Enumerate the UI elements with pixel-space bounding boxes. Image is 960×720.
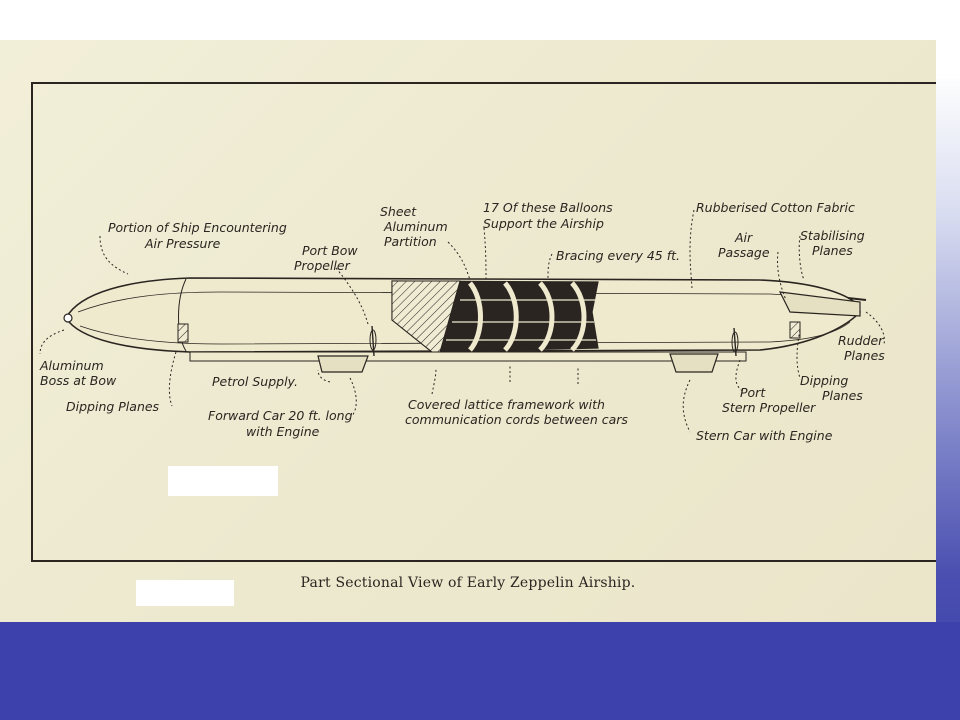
label-propeller: Propeller [294,258,351,273]
label-aluminum: Aluminum [383,219,448,234]
label-balloons: 17 Of these Balloons [483,200,613,215]
port-stern-propeller [731,327,739,357]
label-aluminum-boss: Aluminum [39,358,104,373]
label-portion-of-ship: Portion of Ship Encountering [108,220,287,235]
forward-car [317,355,369,373]
label-stabilising: Stabilising [800,228,865,243]
label-dipping: Dipping [800,373,848,388]
port-bow-propeller [369,325,377,357]
diagram-frame [31,82,936,562]
label-port-bow: Port Bow [302,243,358,258]
label-dipping-planes-left: Dipping Planes [66,399,160,414]
forward-dipping-planes [177,323,189,343]
bow-boss [63,313,73,323]
sectional-cutaway [391,280,599,353]
label-sheet: Sheet [380,204,417,219]
label-bracing: Bracing every 45 ft. [556,248,680,263]
label-air: Air [734,230,753,245]
keel-framework [189,351,747,362]
label-partition: Partition [384,234,437,249]
label-stern-car: Stern Car with Engine [696,428,833,443]
label-communication: communication cords between cars [405,412,628,427]
redaction-box [168,466,278,496]
label-rudder-planes: Planes [844,348,885,363]
slide-background-band [0,622,960,720]
label-with-engine: with Engine [246,424,320,439]
label-port: Port [740,385,766,400]
label-stabilising-planes: Planes [812,243,853,258]
stern-car [669,353,719,373]
label-stern-propeller: Stern Propeller [722,400,816,415]
stabilising-planes [778,291,861,317]
redaction-box [136,580,234,606]
label-petrol-supply: Petrol Supply. [212,374,298,389]
label-passage: Passage [718,245,770,260]
label-support: Support the Airship [483,216,604,231]
label-rudder: Rudder [838,333,884,348]
label-air-pressure: Air Pressure [144,236,221,251]
figure-caption: Part Sectional View of Early Zeppelin Ai… [300,575,636,591]
label-boss-at-bow: Boss at Bow [40,373,117,388]
label-forward-car: Forward Car 20 ft. long [208,408,353,423]
label-dipping-planes-right: Planes [822,388,863,403]
label-rubberised: Rubberised Cotton Fabric [696,200,855,215]
label-lattice: Covered lattice framework with [408,397,605,412]
